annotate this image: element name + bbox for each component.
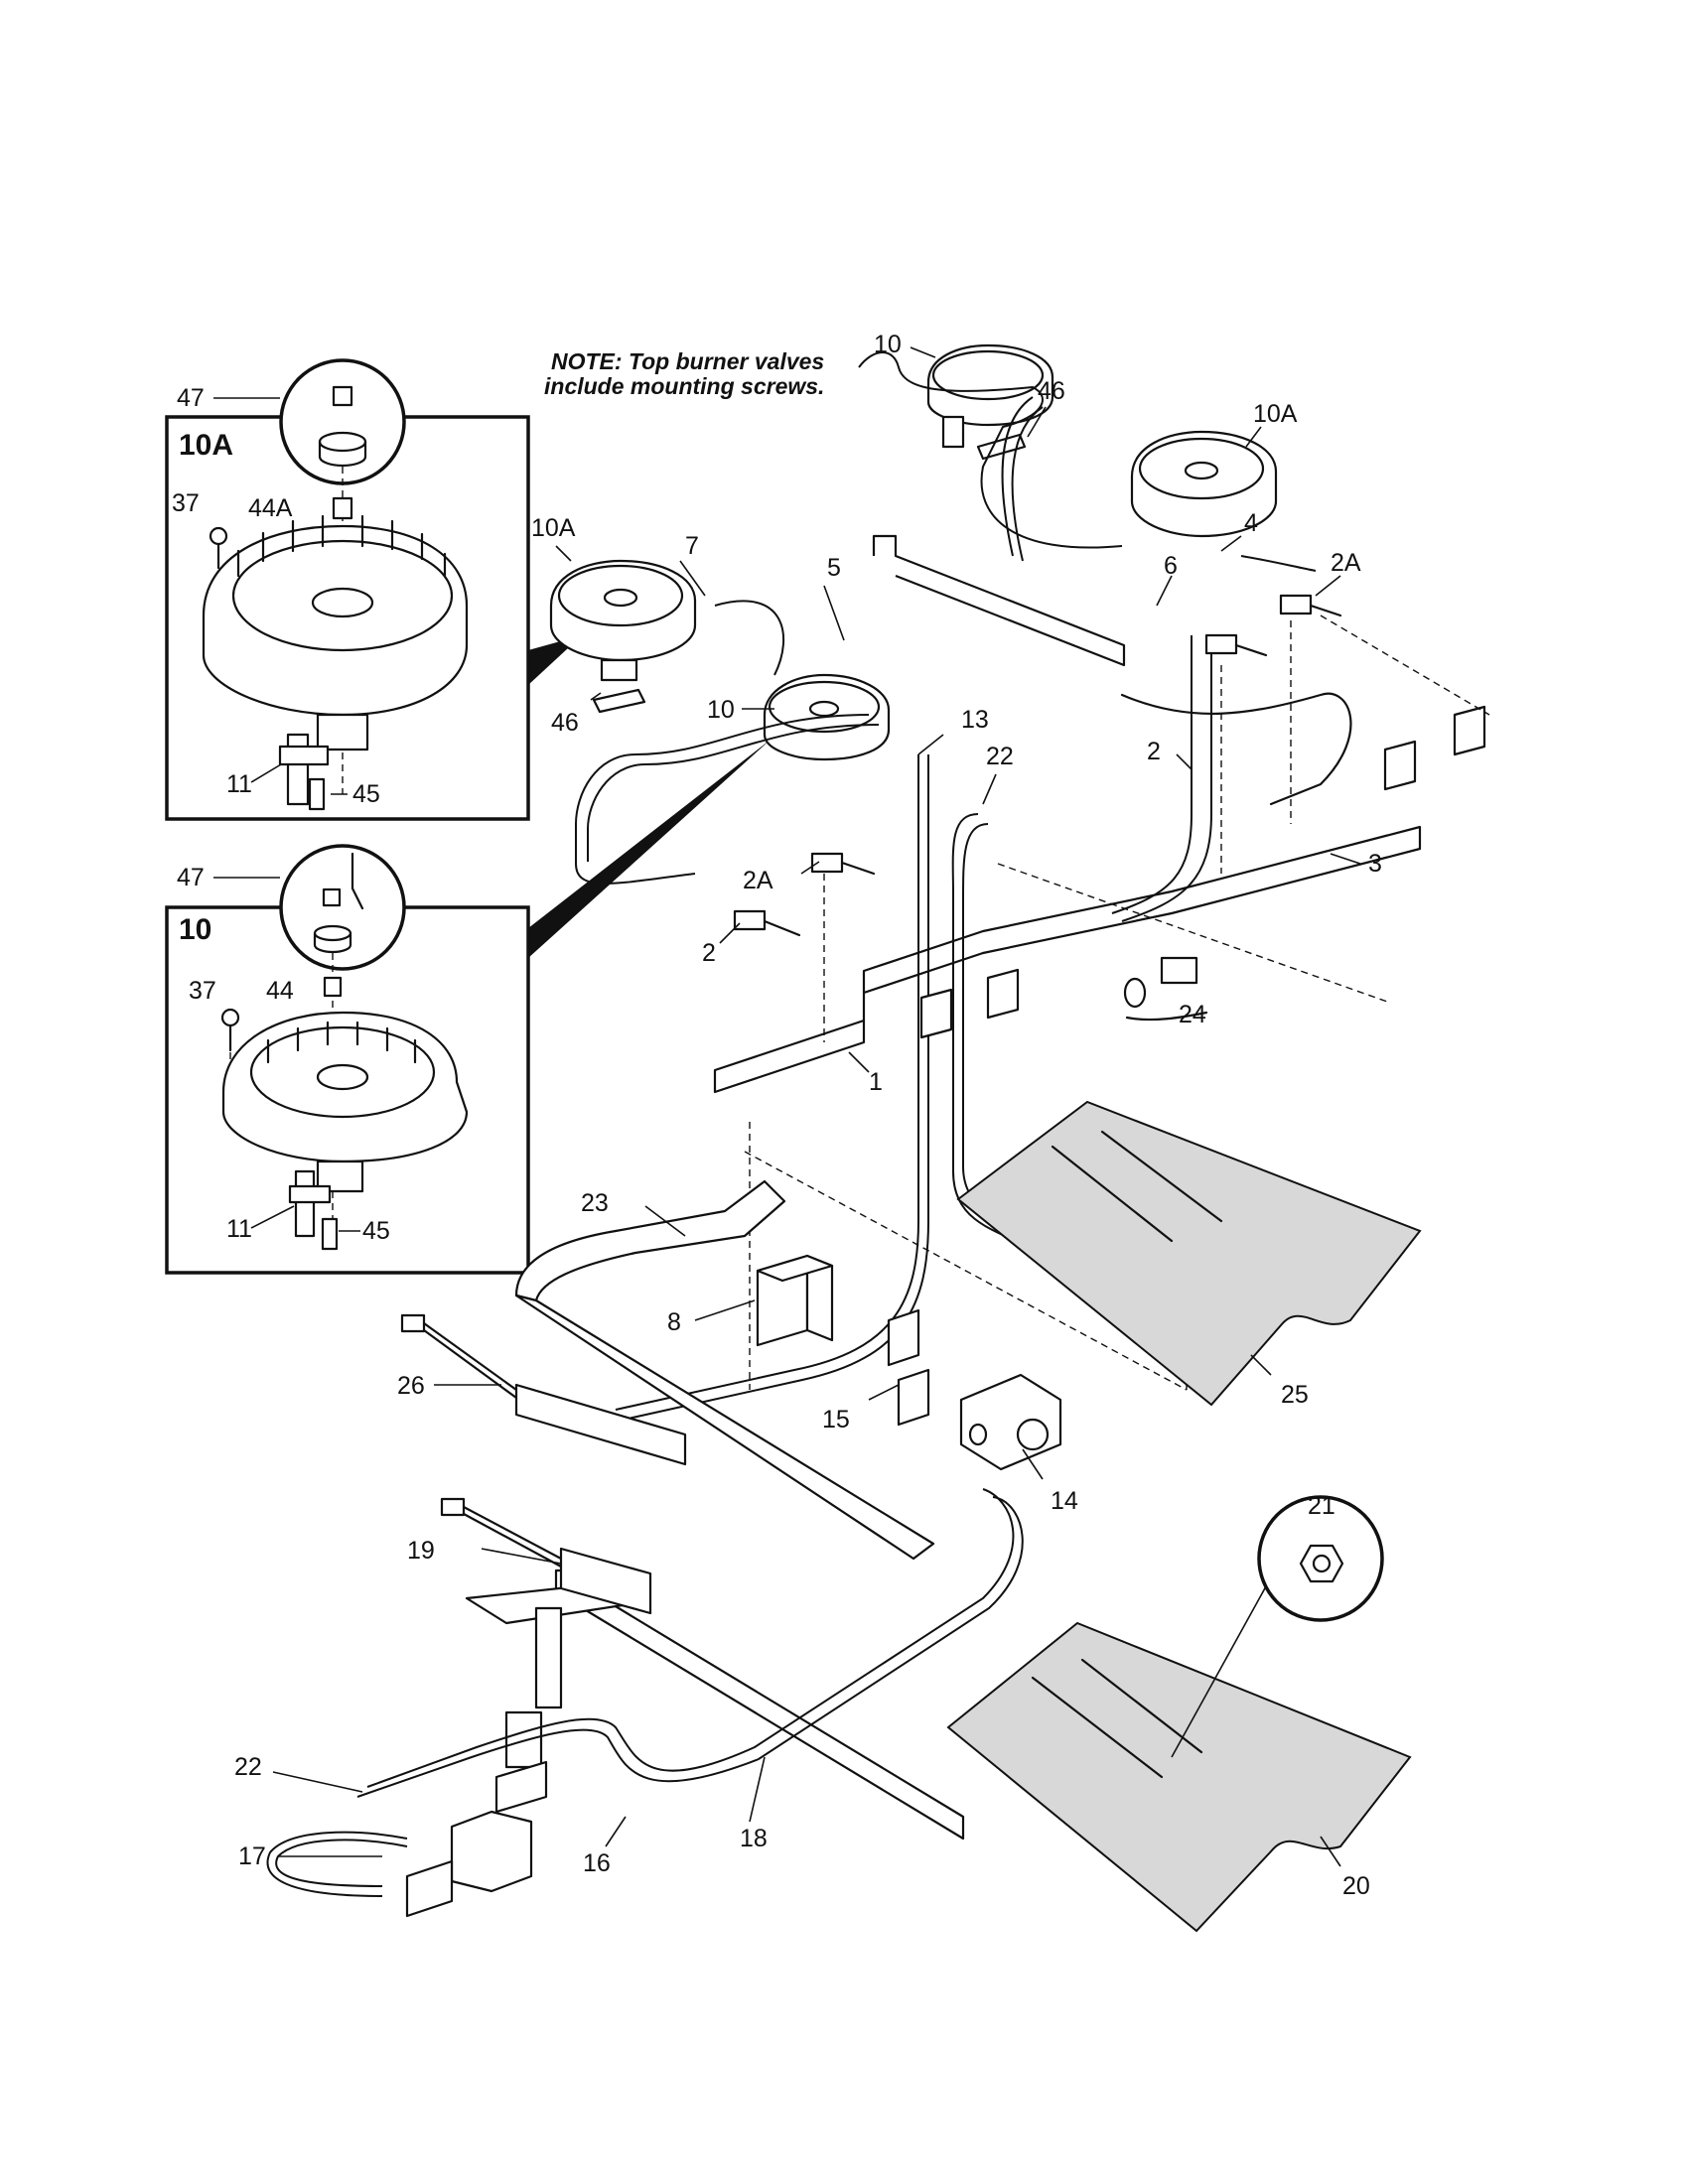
- part-labels: 10 46 10A 4 6 2A 2 3 10A 46 7 5 10 13 22…: [234, 331, 1382, 1900]
- manifold-1-icon: [713, 825, 1422, 1094]
- note-line-1: NOTE: Top burner valves: [551, 348, 824, 374]
- orifice-tee-2-left-icon: [733, 909, 801, 937]
- label-10a: 10A: [1253, 400, 1298, 428]
- label-2a: 2A: [743, 867, 773, 894]
- label-46: 46: [1038, 377, 1065, 405]
- label-20: 20: [1342, 1872, 1370, 1900]
- orifice-tee-2-right-icon: [1204, 633, 1268, 657]
- spark-module-8-icon: [756, 1254, 834, 1347]
- label-24: 24: [1179, 1001, 1206, 1028]
- bracket-15-icon: [887, 1308, 930, 1427]
- orifice-cap-icon: [318, 385, 367, 468]
- pressure-regulator-14-icon: [959, 1373, 1062, 1471]
- label-45: 45: [362, 1217, 390, 1245]
- label-45: 45: [352, 780, 380, 808]
- note-line-2: include mounting screws.: [544, 373, 824, 399]
- label-15: 15: [822, 1406, 850, 1433]
- label-3: 3: [1368, 850, 1382, 878]
- label-18: 18: [740, 1825, 768, 1852]
- inset-10a-title: 10A: [179, 429, 233, 462]
- label-1: 1: [869, 1068, 883, 1096]
- label-2: 2: [702, 939, 716, 967]
- label-26: 26: [397, 1372, 425, 1400]
- orifice-cap-icon: [313, 852, 364, 954]
- union-24-icon: [1123, 956, 1208, 1022]
- orifice-44a-icon: [332, 496, 353, 520]
- orifice-tee-2a-right-icon: [1279, 594, 1342, 617]
- label-17: 17: [238, 1843, 266, 1870]
- screw-37-icon: [220, 1008, 240, 1052]
- burner-10-top-icon: [926, 343, 1054, 449]
- inset-10a: 10A: [165, 358, 530, 821]
- screw-45-icon: [308, 777, 326, 811]
- label-19: 19: [407, 1537, 435, 1565]
- burner-tube-23-icon: [514, 1179, 935, 1561]
- inset-10-detail-circle: [279, 844, 406, 971]
- label-4: 4: [1244, 509, 1258, 537]
- orifice-tee-2a-left-icon: [810, 852, 876, 876]
- igniter-26-icon: [400, 1313, 687, 1466]
- label-44: 44: [266, 977, 294, 1005]
- label-37: 37: [172, 489, 200, 517]
- label-22: 22: [986, 743, 1014, 770]
- label-23: 23: [581, 1189, 609, 1217]
- bracket-46-top-icon: [976, 433, 1027, 461]
- label-10: 10: [707, 696, 735, 724]
- leader-lines: [272, 346, 1361, 1867]
- note: NOTE: Top burner valves include mounting…: [544, 348, 824, 399]
- bracket-46-mid-icon: [592, 688, 646, 714]
- label-37: 37: [189, 977, 216, 1005]
- label-47: 47: [177, 384, 205, 412]
- burner-base-10-icon: [221, 1011, 469, 1193]
- label-11: 11: [226, 1215, 252, 1243]
- label-11: 11: [226, 770, 252, 798]
- electrode-11-icon: [278, 733, 330, 806]
- inset-10-title: 10: [179, 913, 211, 946]
- label-14: 14: [1051, 1487, 1078, 1515]
- heat-shield-25-icon: [956, 1100, 1422, 1407]
- manifold-upper-icon: [872, 534, 1352, 806]
- label-5: 5: [827, 554, 841, 582]
- label-44a: 44A: [248, 494, 293, 522]
- label-21: 21: [1308, 1492, 1335, 1520]
- burner-10a-mid-icon: [549, 559, 697, 682]
- screw-37-icon: [209, 526, 228, 570]
- label-10a: 10A: [531, 514, 576, 542]
- label-7: 7: [685, 532, 699, 560]
- hex-nut-21-icon: [1299, 1544, 1344, 1583]
- burner-base-10a-icon: [202, 514, 469, 751]
- label-46: 46: [551, 709, 579, 737]
- igniter-19-icon: [440, 1497, 652, 1615]
- orifice-44-icon: [323, 976, 343, 998]
- label-2a: 2A: [1331, 549, 1361, 577]
- screw-45-icon: [321, 1217, 339, 1251]
- label-8: 8: [667, 1308, 681, 1336]
- label-16: 16: [583, 1849, 611, 1877]
- label-10: 10: [874, 331, 902, 358]
- label-25: 25: [1281, 1381, 1309, 1409]
- label-13: 13: [961, 706, 989, 734]
- label-2: 2: [1147, 738, 1161, 765]
- oven-valve-17-icon: [405, 1760, 548, 1918]
- label-22: 22: [234, 1753, 262, 1781]
- nut-21-detail: [1171, 1495, 1384, 1758]
- heat-shield-20-icon: [946, 1621, 1412, 1933]
- electrode-11-icon: [288, 1169, 332, 1238]
- burner-10a-top-icon: [1130, 430, 1278, 538]
- label-47: 47: [177, 864, 205, 891]
- label-6: 6: [1164, 552, 1178, 580]
- inset-10: 10 47 37: [165, 844, 530, 1275]
- inset-10-pointer: [528, 740, 771, 958]
